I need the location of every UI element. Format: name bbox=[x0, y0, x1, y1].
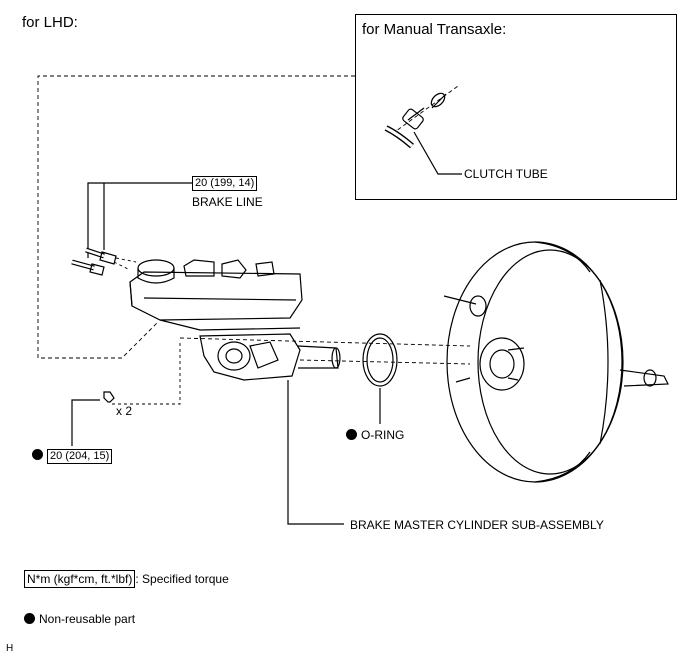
brake-line-pipes bbox=[71, 247, 137, 276]
non-reusable-legend-label: Non-reusable part bbox=[39, 612, 136, 626]
nut-torque-box: 20 (204, 15) bbox=[47, 449, 113, 464]
brake-line-label: BRAKE LINE bbox=[192, 195, 263, 209]
brake-line-leader bbox=[87, 182, 192, 258]
nut-shape bbox=[103, 391, 115, 403]
torque-legend-row: N*m (kgf*cm, ft.*lbf): Specified torque bbox=[24, 570, 229, 588]
o-ring-label: O-RING bbox=[361, 428, 405, 442]
nut-quantity: x 2 bbox=[116, 404, 133, 418]
clutch-tube-drawing bbox=[384, 92, 462, 175]
clutch-tube-label: CLUTCH TUBE bbox=[464, 167, 548, 181]
torque-unit-box: N*m (kgf*cm, ft.*lbf) bbox=[24, 570, 136, 588]
brake-line-torque-box: 20 (199, 14) bbox=[192, 176, 258, 191]
manual-transaxle-inset bbox=[355, 14, 677, 200]
o-ring-row: O-RING bbox=[346, 428, 404, 442]
non-reusable-dot-icon bbox=[24, 613, 35, 624]
o-ring-drawing bbox=[362, 333, 398, 387]
inset-title: for Manual Transaxle: bbox=[362, 21, 507, 38]
master-cylinder-body bbox=[179, 333, 471, 381]
torque-legend-desc: : Specified torque bbox=[135, 572, 229, 586]
figure-code: H bbox=[6, 643, 14, 654]
reservoir-tank bbox=[129, 259, 303, 331]
nut-leader bbox=[71, 399, 100, 446]
variant-label: for LHD: bbox=[22, 14, 78, 31]
master-cylinder-leader bbox=[287, 380, 344, 525]
non-reusable-dot-icon bbox=[32, 449, 43, 460]
assembly-link-line bbox=[37, 75, 355, 359]
non-reusable-dot-icon bbox=[346, 429, 357, 440]
brake-booster bbox=[443, 241, 669, 483]
nut-torque-row: 20 (204, 15) bbox=[32, 448, 113, 464]
non-reusable-legend-row: Non-reusable part bbox=[24, 612, 135, 626]
master-cylinder-label: BRAKE MASTER CYLINDER SUB-ASSEMBLY bbox=[350, 518, 604, 532]
